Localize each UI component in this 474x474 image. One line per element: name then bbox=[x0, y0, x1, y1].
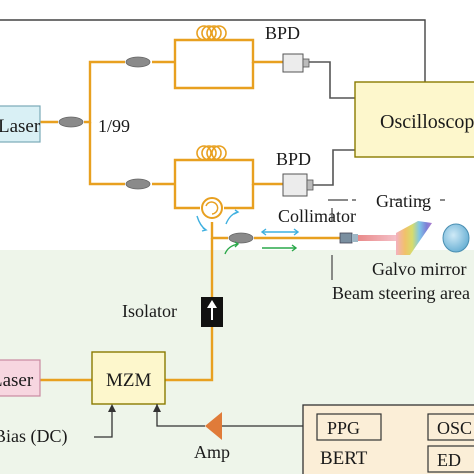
coupler-icon bbox=[228, 232, 254, 244]
bpd-icon bbox=[282, 53, 310, 73]
laser-bottom-box bbox=[0, 359, 41, 397]
osc-box bbox=[427, 413, 474, 441]
bias-arrowhead bbox=[108, 404, 116, 412]
signal-cables bbox=[309, 61, 355, 186]
bpd-top-label: BPD bbox=[265, 23, 300, 43]
beam-steering-label: Beam steering area bbox=[332, 283, 470, 303]
mzm-box bbox=[91, 351, 166, 405]
amp-arrowhead bbox=[153, 404, 161, 412]
mzm-label: MZM bbox=[106, 370, 152, 391]
laser-beam bbox=[358, 235, 396, 241]
ppg-label: PPG bbox=[327, 418, 360, 438]
ed-box bbox=[427, 445, 474, 473]
isolator-icon bbox=[201, 297, 223, 327]
grating-label: Grating bbox=[376, 191, 431, 211]
amp-label: Amp bbox=[194, 442, 230, 462]
split-ratio-label: 1/99 bbox=[98, 116, 130, 136]
top-frame-line bbox=[0, 19, 426, 82]
grating-icon bbox=[396, 221, 432, 255]
laser-top-box bbox=[0, 105, 41, 143]
fiber-paths bbox=[40, 38, 340, 382]
laser-top-label: Laser bbox=[0, 116, 41, 137]
ed-label: ED bbox=[437, 450, 461, 470]
bert-label: BERT bbox=[320, 448, 368, 469]
osc-label: OSC bbox=[437, 418, 472, 438]
circulator-icon bbox=[201, 197, 223, 219]
coupler-icon bbox=[58, 116, 84, 128]
fiber-coil-icon bbox=[196, 145, 227, 161]
collimator-icon bbox=[339, 232, 358, 244]
coupler-icon bbox=[125, 178, 151, 190]
bpd-icon bbox=[282, 173, 314, 197]
bias-label: Bias (DC) bbox=[0, 426, 68, 447]
bias-line bbox=[94, 408, 113, 438]
oscilloscope-label: Oscilloscope bbox=[380, 111, 474, 133]
amplifier-icon bbox=[205, 412, 222, 440]
coupler-icon bbox=[125, 56, 151, 68]
ppg-box bbox=[316, 413, 382, 441]
oscilloscope-box bbox=[354, 81, 474, 158]
signal-arrows bbox=[196, 209, 300, 255]
galvo-label: Galvo mirror bbox=[372, 259, 466, 279]
bpd-bottom-label: BPD bbox=[276, 149, 311, 169]
galvo-mirror-icon bbox=[442, 223, 470, 253]
laser-bottom-label: Laser bbox=[0, 370, 34, 391]
fiber-coil-icon bbox=[196, 25, 227, 41]
isolator-label: Isolator bbox=[122, 301, 177, 321]
collimator-label: Collimator bbox=[278, 206, 356, 226]
